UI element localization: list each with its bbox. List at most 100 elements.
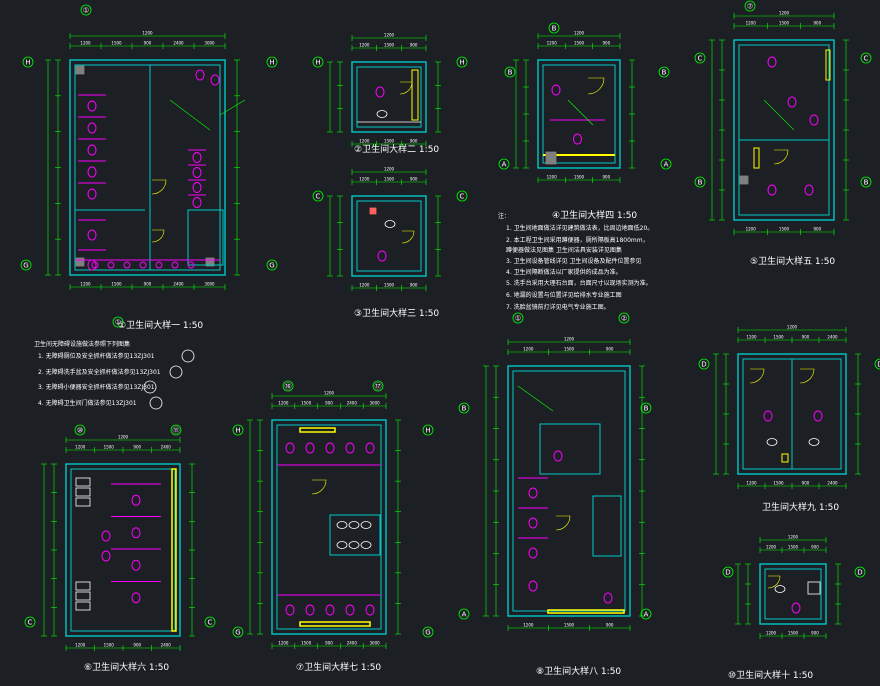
- plan-title-9: 卫生间大样九 1:50: [762, 501, 839, 513]
- grid-bubble-label: A: [664, 161, 669, 169]
- dimension-label: 1200: [779, 11, 790, 16]
- toilet-fixture: [345, 442, 355, 454]
- dimension-label: 900: [603, 41, 611, 46]
- symbol-icon: [149, 396, 163, 410]
- grid-bubble-label: H: [425, 427, 430, 435]
- toilet-fixture: [131, 592, 141, 604]
- grab-bar: [75, 497, 91, 507]
- column: [75, 257, 85, 267]
- notes-top-line-2: 2. 本工程卫生间采用蹲便器，厕所隔板高1800mm，: [506, 236, 649, 244]
- leader-line: [219, 99, 246, 116]
- column: [545, 151, 557, 165]
- dimension-label: 1200: [746, 335, 757, 340]
- leader-line: [567, 99, 594, 126]
- grid-bubble-label: ②: [621, 315, 627, 323]
- dimension-label: 1200: [324, 391, 335, 396]
- grid-bubble: [266, 56, 278, 68]
- dimension-label: 1200: [359, 43, 370, 48]
- toilet-fixture: [375, 86, 385, 98]
- dimension-label: 1200: [766, 545, 777, 550]
- urinal-fixture: [155, 261, 163, 269]
- dimension-label: 1200: [80, 282, 91, 287]
- grid-bubble-label: C: [28, 619, 33, 627]
- dimension-label: 3000: [204, 282, 215, 287]
- column: [75, 65, 85, 75]
- inner-wall: [74, 64, 221, 271]
- symbol-icon: [143, 380, 157, 394]
- grid-bubble: [312, 190, 324, 202]
- toilet-fixture: [87, 122, 97, 134]
- grid-bubble: [74, 424, 86, 436]
- dimension-label: 2400: [161, 643, 172, 648]
- dimension-label: 1200: [384, 167, 395, 172]
- urinal-fixture: [91, 261, 99, 269]
- dimension-label: 1500: [384, 177, 395, 182]
- urinal-fixture: [187, 261, 195, 269]
- notes-top: 注： 1. 卫生间地面做法详见建筑做法表，比周边地面低20。 2. 本工程卫生间…: [498, 212, 653, 311]
- grid-bubble-label: C: [864, 55, 869, 63]
- door-swing: [401, 230, 415, 244]
- plan-title-7: ⑦卫生间大样七 1:50: [296, 661, 381, 673]
- dimension-label: 900: [133, 643, 141, 648]
- toilet-fixture: [131, 527, 141, 539]
- dimension-label: 1200: [75, 643, 86, 648]
- grid-bubble: [658, 66, 670, 78]
- grid-bubble: [744, 0, 756, 12]
- door-swing: [767, 575, 781, 589]
- inner-wall: [356, 66, 422, 128]
- toilet-fixture: [528, 580, 538, 592]
- grid-bubble-label: G: [235, 629, 240, 637]
- dimension-label: 1500: [111, 41, 122, 46]
- door-swing: [555, 515, 571, 531]
- grid-bubble: [422, 626, 434, 638]
- window: [825, 49, 831, 81]
- dimension-label: 1200: [118, 435, 129, 440]
- grid-bubble-label: G: [269, 262, 274, 270]
- grid-bubble-label: ①: [515, 315, 521, 323]
- inner-wall: [70, 468, 176, 632]
- notes-left-line-4: 4. 无障碍卫生间门做法参见13ZJ301: [38, 399, 137, 407]
- room-wall: [187, 209, 224, 266]
- grid-bubble-label: D: [701, 361, 706, 369]
- dimension-label: 1200: [359, 283, 370, 288]
- notes-left-line-3: 3. 无障碍小便器安全抓杆做法参见13ZJ301: [38, 383, 155, 391]
- grid-bubble-label: A: [502, 161, 507, 169]
- grab-bar: [75, 601, 91, 611]
- sink-fixture: [336, 541, 348, 549]
- dimension-label: 1500: [773, 335, 784, 340]
- grid-bubble: [722, 566, 734, 578]
- symbol-icon: [181, 349, 195, 363]
- sink-fixture: [360, 541, 372, 549]
- outer-wall: [69, 59, 226, 276]
- outer-wall: [351, 61, 427, 133]
- dimension-label: 900: [606, 347, 614, 352]
- dimension-label: 1500: [384, 43, 395, 48]
- dimension-label: 1200: [547, 41, 558, 46]
- grid-bubble-label: D: [857, 569, 862, 577]
- dimension-label: 900: [811, 545, 819, 550]
- dimension-label: 1200: [547, 175, 558, 180]
- grid-bubble: [282, 380, 294, 392]
- dimension-label: 1500: [564, 347, 575, 352]
- dimension-label: 900: [410, 139, 418, 144]
- dimension-label: 900: [811, 631, 819, 636]
- grid-bubble: [512, 312, 524, 324]
- toilet-fixture: [285, 442, 295, 454]
- grid-bubble: [860, 176, 872, 188]
- dimension-label: 1500: [564, 623, 575, 628]
- grid-bubble: [660, 158, 672, 170]
- grid-bubble-label: G: [425, 629, 430, 637]
- grid-bubble: [80, 4, 92, 16]
- toilet-fixture: [325, 604, 335, 616]
- dimension-label: 900: [325, 401, 333, 406]
- plan-title-3: ③卫生间大样三 1:50: [354, 307, 439, 319]
- dimension-label: 1500: [773, 481, 784, 486]
- dimension-label: 2400: [347, 641, 358, 646]
- dimension-label: 1200: [142, 31, 153, 36]
- sink-fixture: [376, 110, 388, 118]
